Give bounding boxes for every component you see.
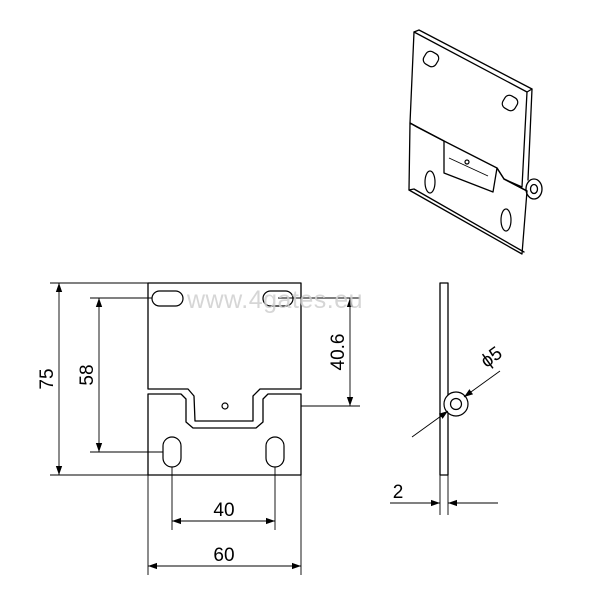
- dim-height-holes: 58: [77, 298, 103, 452]
- dim-label-40: 40: [213, 500, 234, 521]
- dim-label-40-6: 40.6: [328, 334, 349, 371]
- dim-label-2: 2: [393, 482, 404, 503]
- lower-leaf: [408, 122, 528, 255]
- pin-hole: [221, 402, 229, 410]
- dim-width-holes: 40: [172, 500, 275, 525]
- upper-plate: [147, 282, 302, 422]
- iso-hole: [501, 94, 519, 112]
- dim-label-75: 75: [37, 368, 58, 389]
- extension-lines: [50, 282, 449, 575]
- dim-thickness: 2: [390, 482, 498, 507]
- dim-pin-diameter: ϕ5: [411, 343, 507, 438]
- dim-height-upper: 40.6: [328, 298, 354, 406]
- upper-leaf-thickness: [413, 29, 533, 93]
- side-view: [439, 282, 469, 476]
- watermark: www.4gates.eu: [186, 286, 363, 314]
- slot-bottom-right: [265, 436, 285, 468]
- iso-hole: [422, 50, 440, 68]
- dim-height-total: 75: [37, 283, 63, 475]
- pin: [529, 183, 539, 195]
- iso-hole: [500, 208, 512, 232]
- slot-top-right: [262, 290, 294, 307]
- dim-label-60: 60: [213, 545, 234, 566]
- isometric-hinge-view: [408, 29, 543, 255]
- dim-width-total: 60: [148, 545, 301, 570]
- iso-hole: [424, 170, 436, 194]
- side-plate: [439, 282, 449, 476]
- dim-label-58: 58: [77, 364, 98, 385]
- slot-top-left: [151, 290, 184, 307]
- side-pin: [449, 397, 463, 411]
- slot-bottom-left: [162, 436, 182, 468]
- dim-label-phi5: ϕ5: [477, 343, 507, 372]
- knuckle: [525, 178, 543, 200]
